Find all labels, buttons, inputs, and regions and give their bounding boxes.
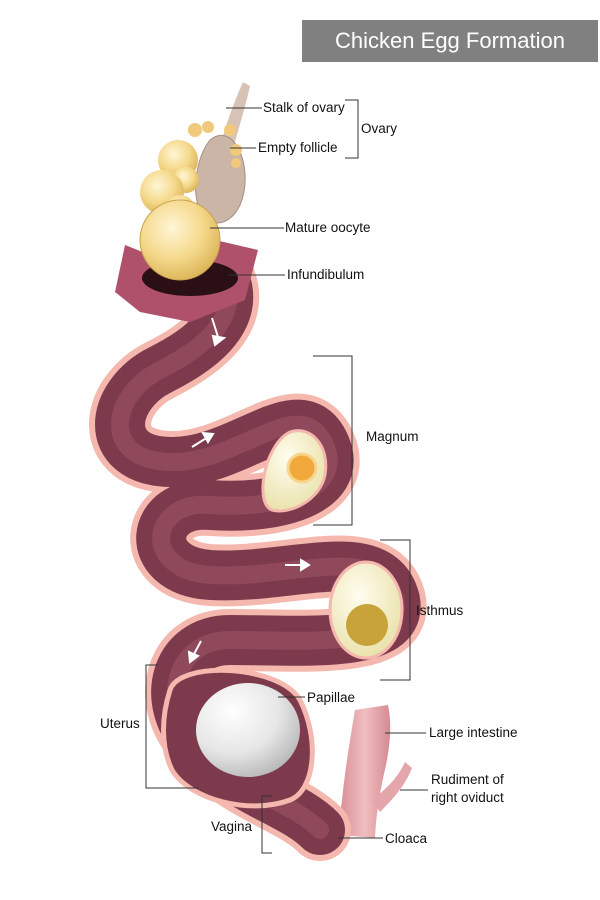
label-empty-follicle: Empty follicle xyxy=(258,140,338,155)
label-ovary: Ovary xyxy=(361,121,398,136)
leader-lines xyxy=(145,99,428,854)
mature-oocyte xyxy=(139,199,221,281)
label-rudiment-line2: right oviduct xyxy=(431,790,504,805)
label-mature-oocyte: Mature oocyte xyxy=(285,220,371,235)
label-large-intestine: Large intestine xyxy=(429,725,518,740)
label-papillae: Papillae xyxy=(307,690,356,705)
label-rudiment-line1: Rudiment of xyxy=(431,772,504,787)
page-title: Chicken Egg Formation xyxy=(335,28,565,53)
arrow-icon xyxy=(187,317,311,664)
oviduct xyxy=(89,249,427,861)
label-uterus: Uterus xyxy=(100,716,140,731)
egg-isthmus xyxy=(328,560,404,660)
egg-uterus xyxy=(196,683,300,777)
label-vagina: Vagina xyxy=(211,819,253,834)
egg-magnum xyxy=(261,429,328,513)
large-intestine xyxy=(339,705,412,838)
label-stalk-of-ovary: Stalk of ovary xyxy=(263,100,345,115)
label-cloaca: Cloaca xyxy=(385,831,428,846)
label-infundibulum: Infundibulum xyxy=(287,267,365,282)
label-isthmus: Isthmus xyxy=(416,603,464,618)
label-magnum: Magnum xyxy=(366,429,419,444)
title-bar: Chicken Egg Formation xyxy=(302,20,598,62)
